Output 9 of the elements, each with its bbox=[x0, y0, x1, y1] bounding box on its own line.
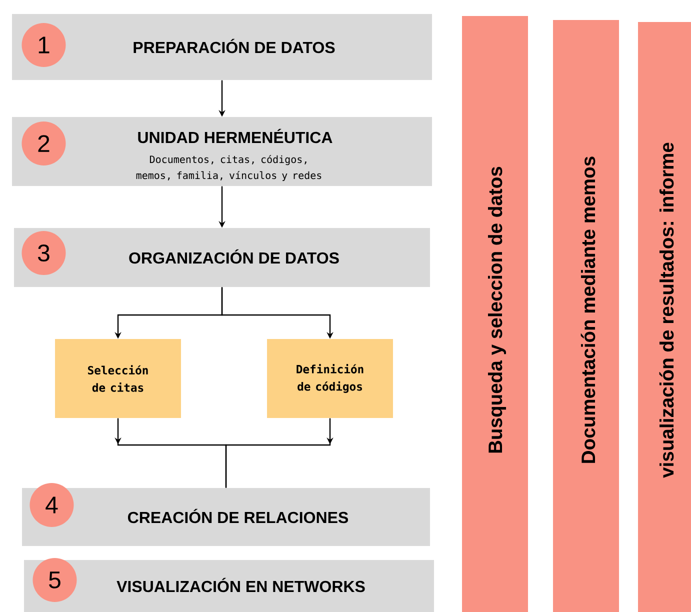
process-box: Definición de códigos bbox=[267, 339, 393, 418]
vertical-bar: visualización de resultados: informe bbox=[638, 22, 691, 612]
vertical-bar: Documentación mediante memos bbox=[553, 20, 619, 612]
process-box: Selección de citas bbox=[55, 339, 181, 418]
step-description: Documentos, citas, códigos, memos, familia, vínculos y redes bbox=[136, 154, 322, 182]
arrow bbox=[225, 418, 334, 488]
step-box bbox=[12, 117, 432, 186]
vertical-bar: Busqueda y seleccion de datos bbox=[462, 16, 528, 612]
step-title: UNIDAD HERMENÉUTICA bbox=[138, 128, 332, 144]
